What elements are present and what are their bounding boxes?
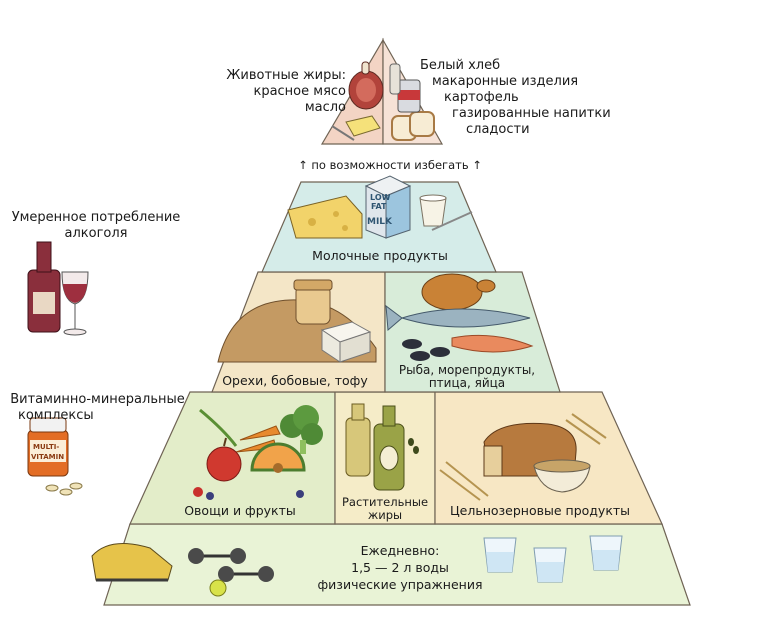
olive-oil-bottle-icon [373,405,405,491]
avoid-note: ↑ по возможности избегать ↑ [298,158,482,172]
daily-line2: 1,5 — 2 л воды [351,560,449,575]
pills-icon [45,482,83,496]
alcohol-line2: алкоголя [64,226,128,241]
tennis-ball-icon [209,579,227,597]
sweets-bottle-icon [389,63,401,95]
water-glass-icon [483,537,517,573]
apex-right-line4: газированные напитки [452,106,611,121]
roast-chicken-icon [421,273,496,311]
fish-poultry-eggs [385,273,534,361]
apple-icon [206,437,242,482]
vitamin-jar-icon: MULTI- VITAMIN [27,417,69,477]
alcohol-line1: Умеренное потребление [11,210,181,225]
dumbbell-icon [188,548,274,582]
yogurt-cup-icon [419,194,473,231]
cereal-bowl-icon [533,459,591,493]
vegetables-fruits [193,405,323,500]
berries-icon [193,487,304,500]
whole-grains [439,413,607,501]
tier-dairy-label: Молочные продукты [312,248,448,263]
white-bread-icon [391,111,435,141]
milk-milk-text: MILK [367,217,393,227]
apex-left-line2: красное мясо [253,84,346,99]
milk-low-text: LOW [370,193,391,202]
vitamins-label: Витаминно-минеральные комплексы [10,392,185,424]
tier-oil-line2: жиры [367,508,403,522]
wine-glass-icon [61,271,89,336]
apex-left-line3: масло [304,100,346,115]
butter-icon [331,115,381,141]
vitamin-jar-line2: VITAMIN [31,453,64,461]
tier-fish-line1: Рыба, морепродукты, [398,363,536,377]
tofu-block-icon [320,321,372,363]
tier-oil-label: Растительные жиры [336,496,434,522]
apex-right-line1: Белый хлеб [420,58,501,73]
daily-line1: Ежедневно: [360,543,440,558]
tier-grain-label: Цельнозерновые продукты [449,503,631,518]
mussels-icon [402,339,450,361]
vitamins-line2: комплексы [18,408,94,423]
apex-right-line5: сладости [466,122,530,137]
broccoli-icon [280,405,323,454]
apex-left-label: Животные жиры: красное мясо масло [226,68,346,116]
olives-icon [408,438,419,454]
vegetable-oils [345,403,419,491]
vitamin-items: MULTI- VITAMIN [27,417,83,496]
oil-bottle-icon [345,403,371,477]
tier-veg-label: Овощи и фрукты [184,503,296,518]
apex-right-line3: картофель [444,90,519,105]
tier-daily-label: Ежедневно: 1,5 — 2 л воды физические упр… [300,542,500,593]
milk-carton-icon: LOW FAT MILK [364,175,412,239]
cheese-wedge-icon [287,195,363,239]
salmon-fillet-icon [451,334,534,353]
red-meat-icon [348,61,384,110]
soda-can-icon [397,79,421,113]
apex-right-label: Белый хлеб макаронные изделия картофель … [418,58,611,138]
tier-oil-line1: Растительные [341,495,429,509]
daily-line3: физические упражнения [317,577,483,592]
water-glass-icon [533,547,567,583]
peanut-butter-jar-icon [293,279,333,325]
apex-foods [331,61,435,141]
daily-items [91,535,623,597]
alcohol-label: Умеренное потребление алкоголя [6,210,186,242]
sneakers-icon [91,543,173,582]
vitamins-line1: Витаминно-минеральные [10,392,185,407]
milk-fat-text: FAT [371,202,387,211]
melon-slice-icon [250,442,306,473]
tier-fish-line2: птица, яйца [428,376,506,390]
tier-nuts-label: Орехи, бобовые, тофу [222,373,368,388]
vitamin-jar-line1: MULTI- [33,443,59,451]
fish-icon [385,304,531,332]
nuts-legumes-tofu [217,279,377,363]
wheat-stalks-icon [439,413,607,501]
dairy-foods: LOW FAT MILK [287,175,473,239]
apex-right-line2: макаронные изделия [432,74,579,89]
apex-left-line1: Животные жиры: [226,68,346,83]
tier-fish-label: Рыба, морепродукты, птица, яйца [392,364,542,390]
alcohol-items [27,241,89,336]
water-glass-icon [589,535,623,571]
wine-bottle-icon [27,241,61,333]
